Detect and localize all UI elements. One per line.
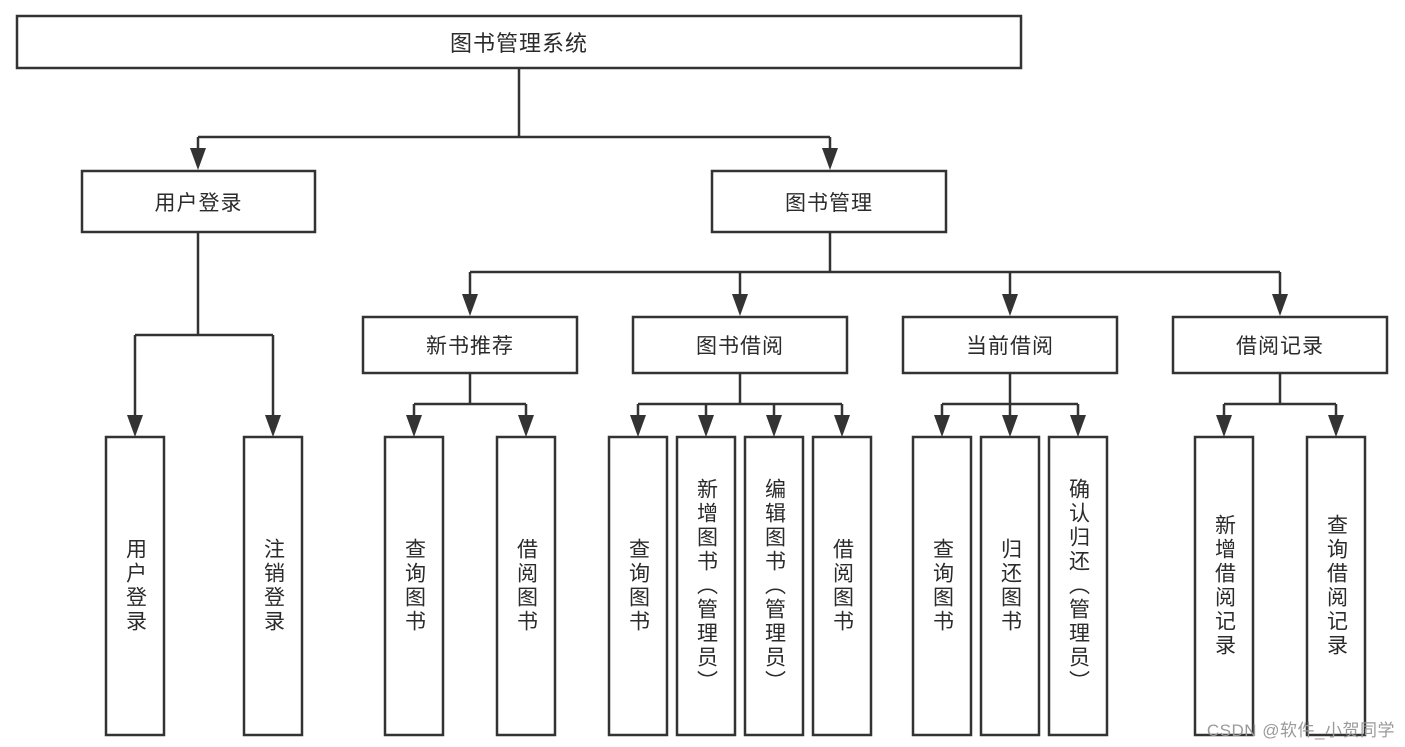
leaf-current-1[interactable] xyxy=(979,435,1041,737)
connector-current-to-leaves xyxy=(934,373,1086,437)
node-book-manage[interactable] xyxy=(710,169,948,234)
connector-book-manage-to-level3 xyxy=(462,232,1288,316)
leaf-current-2[interactable] xyxy=(1047,435,1109,737)
connector-record-to-leaves xyxy=(1216,373,1344,437)
leaf-user-login-1[interactable] xyxy=(242,435,304,737)
leaf-recommend-1[interactable] xyxy=(495,435,557,737)
leaf-borrow-1[interactable] xyxy=(675,435,737,737)
leaf-user-login-0[interactable] xyxy=(104,435,166,737)
connector-user-login-to-leaves xyxy=(127,232,281,437)
leaf-current-0[interactable] xyxy=(911,435,973,737)
connector-recommend-to-leaves xyxy=(406,373,534,437)
leaf-borrow-2[interactable] xyxy=(743,435,805,737)
leaf-record-0[interactable] xyxy=(1193,435,1255,737)
node-current-borrow[interactable] xyxy=(901,315,1119,375)
connector-root-to-level2 xyxy=(190,68,838,170)
leaf-record-1[interactable] xyxy=(1305,435,1367,737)
node-user-login[interactable] xyxy=(80,169,317,234)
node-borrow-record[interactable] xyxy=(1171,315,1389,375)
csdn-watermark: CSDN @软件_小贺同学 xyxy=(1206,721,1395,740)
leaf-borrow-3[interactable] xyxy=(811,435,873,737)
leaf-borrow-0[interactable] xyxy=(607,435,669,737)
node-new-book-recommend[interactable] xyxy=(361,315,579,375)
leaf-recommend-0[interactable] xyxy=(383,435,445,737)
connector-borrow-to-leaves xyxy=(630,373,850,437)
node-root[interactable] xyxy=(15,14,1023,70)
node-book-borrow[interactable] xyxy=(631,315,849,375)
